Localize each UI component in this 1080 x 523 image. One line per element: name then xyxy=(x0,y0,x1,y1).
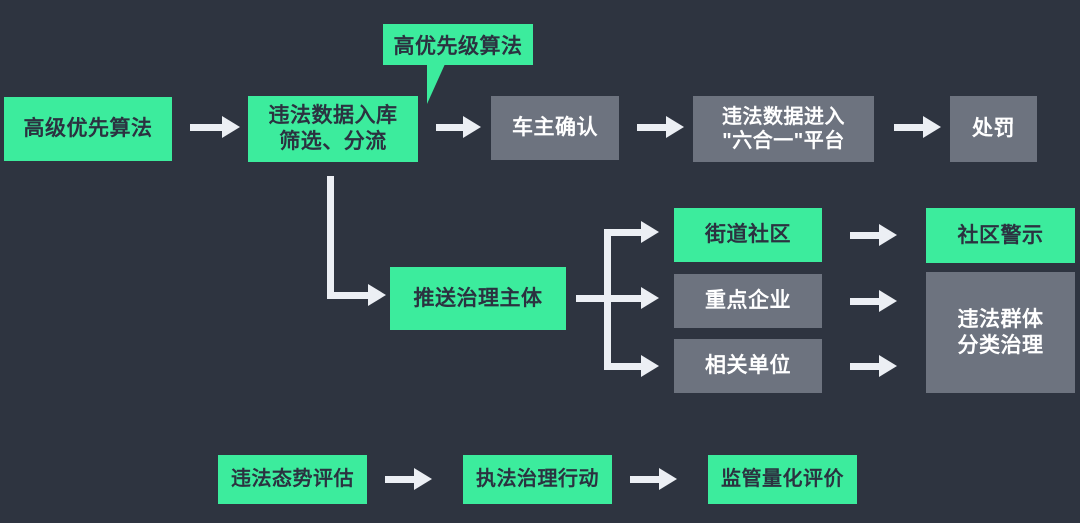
arrow-head-enterprise xyxy=(879,290,897,312)
node-owner-confirm[interactable]: 车主确认 xyxy=(491,96,619,160)
arrow-line-enterprise xyxy=(850,298,886,305)
node-quantified-evaluation[interactable]: 监管量化评价 xyxy=(708,455,857,504)
node-advanced-priority-algorithm[interactable]: 高级优先算法 xyxy=(4,97,172,161)
branch-input-segment xyxy=(576,295,612,302)
callout-high-priority-algorithm[interactable]: 高优先级算法 xyxy=(383,24,533,65)
node-violation-group-classified-governance[interactable]: 违法群体 分类治理 xyxy=(926,272,1075,393)
arrow-head-community xyxy=(879,224,897,246)
arrow-head-unit xyxy=(879,355,897,377)
node-community-warning[interactable]: 社区警示 xyxy=(926,208,1075,263)
arrow-line-bottom-2 xyxy=(630,476,666,483)
branch-arrow-head-middle xyxy=(641,287,659,309)
arrow-head-bottom-1 xyxy=(414,468,432,490)
arrow-head-3 xyxy=(666,116,684,138)
node-related-unit[interactable]: 相关单位 xyxy=(674,339,822,393)
arrow-head-1 xyxy=(222,116,240,138)
arrow-head-bottom-2 xyxy=(659,468,677,490)
arrow-head-4 xyxy=(923,116,941,138)
arrow-head-2 xyxy=(463,116,481,138)
node-street-community[interactable]: 街道社区 xyxy=(674,208,822,262)
arrow-line-unit xyxy=(850,363,886,370)
node-enforcement-action[interactable]: 执法治理行动 xyxy=(463,455,612,504)
arrow-line-1 xyxy=(190,124,228,131)
arrow-line-2 xyxy=(436,124,469,131)
arrow-line-bottom-1 xyxy=(385,476,421,483)
arrow-line-3 xyxy=(637,124,673,131)
node-penalty[interactable]: 处罚 xyxy=(950,96,1037,162)
arrow-line-4 xyxy=(894,124,930,131)
elbow-vertical-segment xyxy=(327,176,334,299)
branch-arrow-head-top xyxy=(641,221,659,243)
branch-arm-top xyxy=(604,229,646,236)
callout-tail-icon xyxy=(427,64,458,104)
node-situation-assessment[interactable]: 违法态势评估 xyxy=(218,455,367,504)
node-six-in-one-platform[interactable]: 违法数据进入 "六合一"平台 xyxy=(693,96,874,162)
branch-arm-bottom xyxy=(604,363,646,370)
node-push-governance-subject[interactable]: 推送治理主体 xyxy=(390,267,566,330)
elbow-horizontal-segment xyxy=(327,292,373,299)
elbow-arrow-head xyxy=(368,284,386,306)
node-violation-data-intake[interactable]: 违法数据入库 筛选、分流 xyxy=(248,96,418,162)
node-key-enterprise[interactable]: 重点企业 xyxy=(674,274,822,328)
arrow-line-community xyxy=(850,232,886,239)
branch-arrow-head-bottom xyxy=(641,355,659,377)
branch-arm-middle xyxy=(604,295,646,302)
